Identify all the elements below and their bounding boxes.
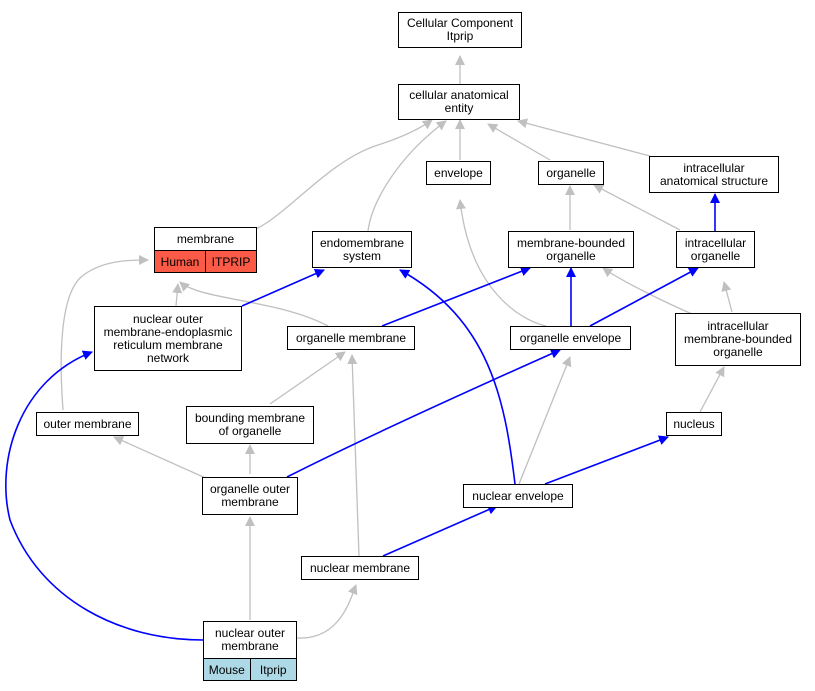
edge-ias-to-cae (517, 118, 651, 157)
node-organelle[interactable]: organelle (538, 161, 604, 185)
node-organelle-membrane[interactable]: organelle membrane (287, 326, 415, 350)
edge-envel-to-intraorg (589, 267, 699, 327)
edge-membrane-to-cae (255, 119, 433, 230)
edge-nucmem-to-orgmem (347, 354, 360, 557)
node-endomembrane-system[interactable]: endomembrane system (312, 231, 412, 268)
node-membrane-bounded-organelle[interactable]: membrane-bounded organelle (508, 231, 634, 268)
node-intracellular-anatomical-structure[interactable]: intracellular anatomical structure (649, 156, 779, 193)
node-organelle-outer-membrane[interactable]: organelle outer membrane (202, 477, 298, 515)
node-bounding-membrane-of-organelle[interactable]: bounding membrane of organelle (186, 406, 314, 444)
edge-nucmem-to-nucenv (382, 505, 498, 557)
edge-oom-to-outer (113, 436, 211, 481)
edge-nucenv-to-envel (518, 356, 572, 485)
edge-outer-to-membrane (60, 255, 149, 411)
human-annotation: Human ITPRIP (155, 250, 256, 272)
node-outer-membrane[interactable]: outer membrane (36, 412, 139, 436)
edge-orgmem-to-mbo (381, 266, 531, 327)
edge-nucleus-to-imbo (699, 366, 725, 413)
node-nuclear-outer-membrane-label: nuclear outer membrane (214, 626, 286, 653)
node-membrane[interactable]: membrane Human ITPRIP (154, 227, 257, 273)
edge-oom-to-envel (286, 349, 561, 478)
node-nuclear-outer-membrane-er-network[interactable]: nuclear outer membrane-endoplasmic retic… (94, 306, 242, 371)
mouse-annotation: Mouse Itprip (204, 658, 296, 680)
edge-bmo-to-orgmem (269, 351, 346, 405)
edge-imbo-to-intraorg (721, 281, 733, 313)
gene-cell: ITPRIP (205, 251, 256, 272)
node-membrane-label: membrane (176, 231, 235, 246)
species-cell: Human (155, 251, 205, 272)
node-intracellular-membrane-bounded-organelle[interactable]: intracellular membrane-bounded organelle (675, 313, 801, 366)
node-nuclear-envelope[interactable]: nuclear envelope (463, 484, 573, 508)
edge-nom-to-nucmem (296, 584, 358, 639)
species-cell: Mouse (204, 659, 250, 680)
edge-intraorg-to-organelle (593, 184, 681, 231)
gene-cell: Itprip (249, 659, 296, 680)
node-nuclear-membrane[interactable]: nuclear membrane (301, 556, 419, 580)
edge-noern-to-endomembrane (241, 269, 325, 307)
edge-nom-to-noern (5, 350, 204, 641)
edge-nucenv-to-endomembrane (399, 269, 516, 485)
edge-noern-to-membrane (172, 283, 183, 307)
node-cellular-component[interactable]: Cellular Component Itprip (398, 12, 522, 48)
node-envelope[interactable]: envelope (426, 161, 491, 185)
node-cellular-anatomical-entity[interactable]: cellular anatomical entity (398, 84, 520, 120)
node-nuclear-outer-membrane[interactable]: nuclear outer membrane Mouse Itprip (203, 621, 297, 681)
edge-organelle-to-cae (487, 123, 551, 161)
edge-envel-to-envelope (456, 199, 547, 327)
node-intracellular-organelle[interactable]: intracellular organelle (676, 231, 755, 268)
node-organelle-envelope[interactable]: organelle envelope (510, 326, 631, 350)
edge-orgmem-to-membrane (179, 281, 329, 327)
edge-nucenv-to-nucleus (544, 435, 669, 485)
edge-imbo-to-mbo (602, 267, 693, 315)
edge-endomembrane-to-cae (367, 120, 447, 232)
node-nucleus[interactable]: nucleus (666, 412, 722, 436)
